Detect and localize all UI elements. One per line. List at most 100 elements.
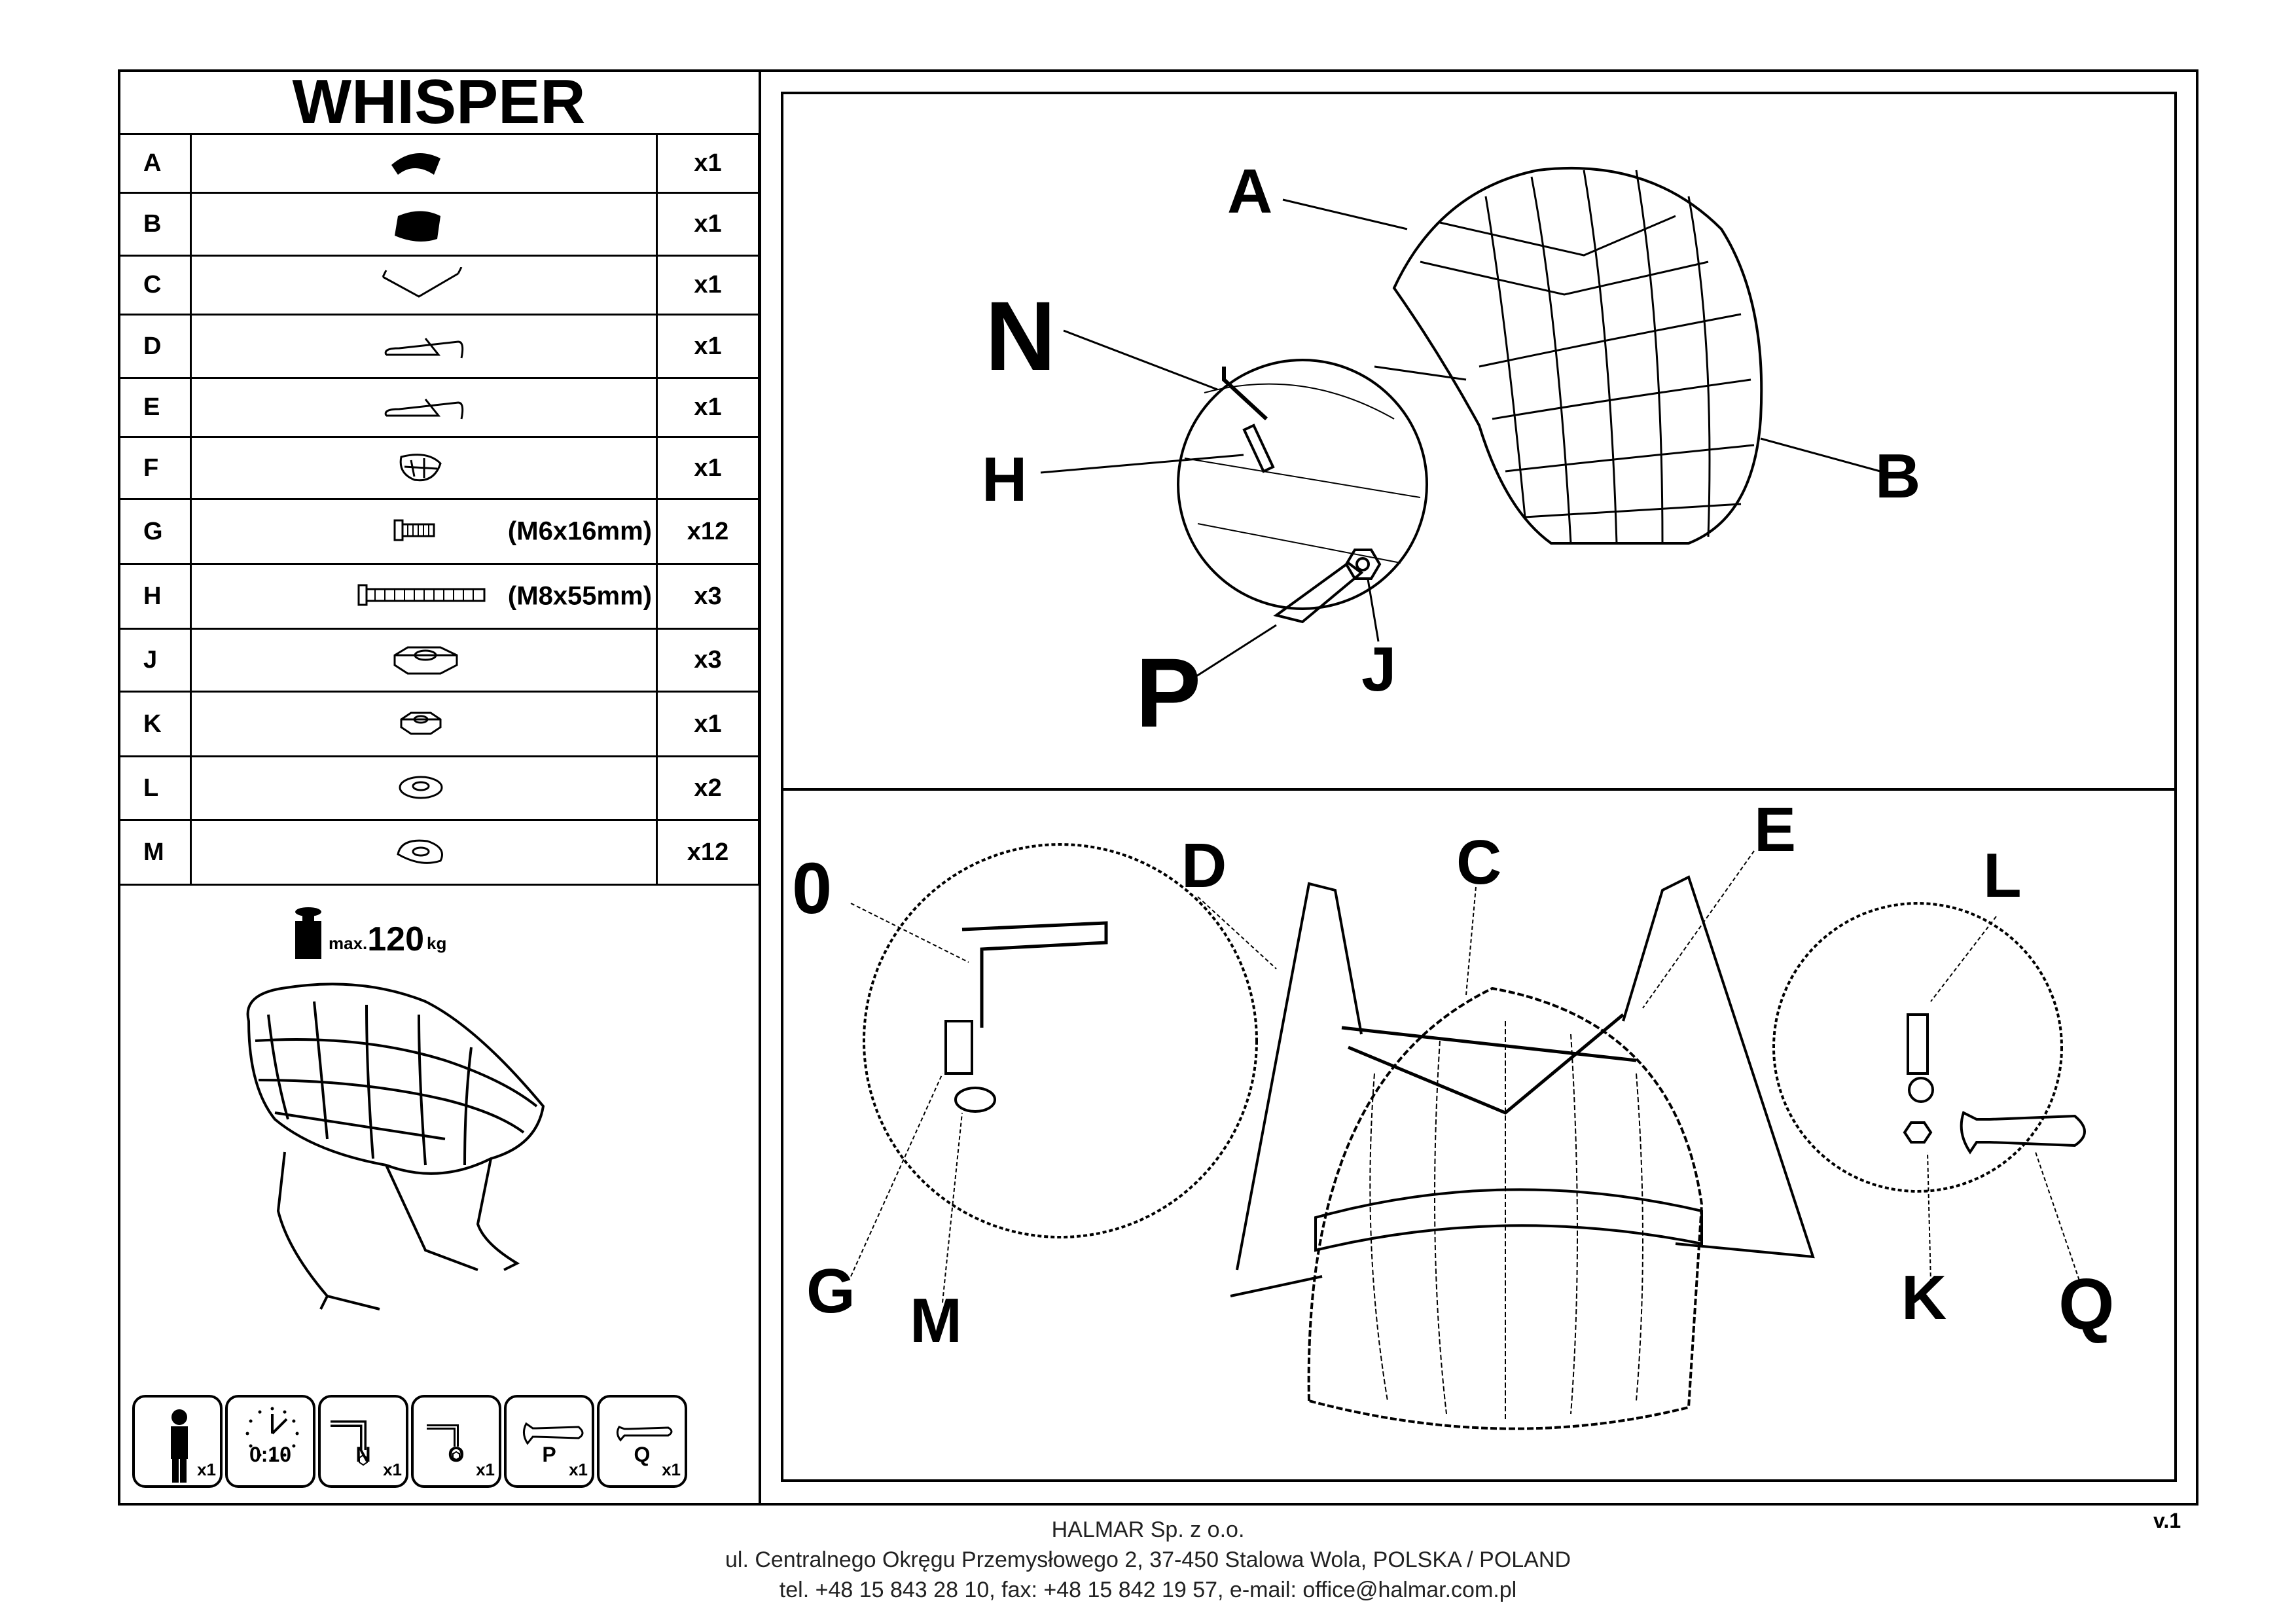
part-quantity: x1 (656, 255, 760, 316)
part-row: K x1 (118, 691, 760, 757)
part-letter: M (118, 819, 192, 886)
part-image-cell (190, 255, 658, 316)
label-l: L (1983, 840, 2022, 911)
tool-label: Q (634, 1443, 651, 1466)
part-spec: (M6x16mm) (507, 516, 652, 546)
part-row: G (M6x16mm) x12 (118, 498, 760, 565)
step-2-drawing: 0 D C E L G M K Q (792, 795, 2115, 1430)
part-image-cell: (M6x16mm) (190, 498, 658, 565)
part-letter: C (118, 255, 192, 316)
part-letter: D (118, 314, 192, 379)
wrench-small-icon (616, 1426, 673, 1442)
label-h: H (982, 444, 1027, 514)
clock-icon (245, 1407, 299, 1460)
part-quantity: x3 (656, 628, 760, 693)
part-quantity: x12 (656, 819, 760, 886)
tool-label: O (448, 1443, 465, 1466)
footer-contact: tel. +48 15 843 28 10, fax: +48 15 842 1… (779, 1578, 1517, 1602)
tool-label: N (355, 1443, 371, 1466)
part-quantity: x1 (656, 436, 760, 500)
part-row: E x1 (118, 377, 760, 438)
part-letter: L (118, 755, 192, 821)
part-letter: G (118, 498, 192, 565)
label-e: E (1754, 795, 1796, 865)
part-letter: K (118, 691, 192, 757)
chair-illustration (246, 983, 545, 1310)
long-bolt-icon (357, 584, 485, 605)
part-quantity: x1 (656, 691, 760, 757)
step-2-panel (781, 788, 2177, 1482)
max-prefix: max. (329, 933, 368, 953)
tool-wrench-large: P x1 (504, 1395, 594, 1488)
person-icon (171, 1409, 188, 1483)
label-m: M (910, 1286, 962, 1356)
part-row: F x1 (118, 436, 760, 500)
part-letter: J (118, 628, 192, 693)
label-q: Q (2058, 1264, 2115, 1344)
part-row: H (M8x55mm) x3 (118, 563, 760, 630)
part-quantity: x1 (656, 192, 760, 257)
part-image-cell (190, 819, 658, 886)
tool-person: x1 (132, 1395, 223, 1488)
label-b: B (1875, 441, 1920, 511)
part-quantity: x1 (656, 133, 760, 194)
short-bolt-icon (393, 519, 435, 541)
part-row: L x2 (118, 755, 760, 821)
part-spec: (M8x55mm) (507, 581, 652, 611)
column-divider (759, 69, 761, 1506)
tool-count: x1 (476, 1460, 495, 1479)
part-row: A x1 (118, 133, 760, 194)
part-image-cell (190, 314, 658, 379)
label-n: N (985, 281, 1056, 391)
label-a: A (1227, 156, 1272, 226)
label-c: C (1456, 827, 1501, 897)
part-quantity: x1 (656, 314, 760, 379)
max-weight-value: 120 (367, 920, 425, 958)
large-nut-icon (393, 646, 457, 675)
leg-frame-icon (384, 337, 464, 358)
part-image-cell (190, 755, 658, 821)
allen-key-small-icon (427, 1424, 460, 1461)
part-image-cell (190, 133, 658, 194)
weight-unit: kg (427, 933, 447, 953)
wrench-large-icon (523, 1422, 584, 1445)
cross-bar-icon (382, 267, 463, 298)
tool-count: x1 (569, 1460, 588, 1479)
part-row: J x3 (118, 628, 760, 693)
label-k: K (1901, 1263, 1946, 1333)
flat-washer-icon (399, 776, 442, 799)
part-row: D x1 (118, 314, 760, 379)
tools-row: x1 0:10 N x1 O x1 P x1 Q x1 (132, 1395, 690, 1488)
tool-label: 0:10 (249, 1443, 292, 1466)
tool-allen-key-small: O x1 (411, 1395, 501, 1488)
product-title: WHISPER (292, 67, 586, 137)
part-letter: A (118, 133, 192, 194)
weight-icon (295, 907, 321, 959)
part-quantity: x3 (656, 563, 760, 630)
part-letter: F (118, 436, 192, 500)
part-row: B x1 (118, 192, 760, 257)
tool-count: x1 (662, 1460, 681, 1479)
part-quantity: x1 (656, 377, 760, 438)
allen-key-large-icon (331, 1420, 368, 1466)
part-row: M x12 (118, 819, 760, 886)
max-weight: max. 120 kg (295, 907, 446, 959)
part-letter: H (118, 563, 192, 630)
label-d: D (1181, 831, 1227, 901)
part-letter: E (118, 377, 192, 438)
part-image-cell (190, 436, 658, 500)
small-nut-icon (400, 712, 441, 734)
part-image-cell (190, 377, 658, 438)
part-quantity: x12 (656, 498, 760, 565)
version-label: v.1 (2153, 1509, 2181, 1532)
tool-label: P (542, 1443, 556, 1466)
footer-address: ul. Centralnego Okręgu Przemysłowego 2, … (725, 1547, 1571, 1572)
step-1-drawing: A B N H P J (982, 156, 1920, 748)
part-image-cell (190, 691, 658, 757)
label-p: P (1136, 638, 1201, 748)
tool-count: x1 (197, 1460, 216, 1479)
part-row: C x1 (118, 255, 760, 316)
tool-count: x1 (383, 1460, 402, 1479)
